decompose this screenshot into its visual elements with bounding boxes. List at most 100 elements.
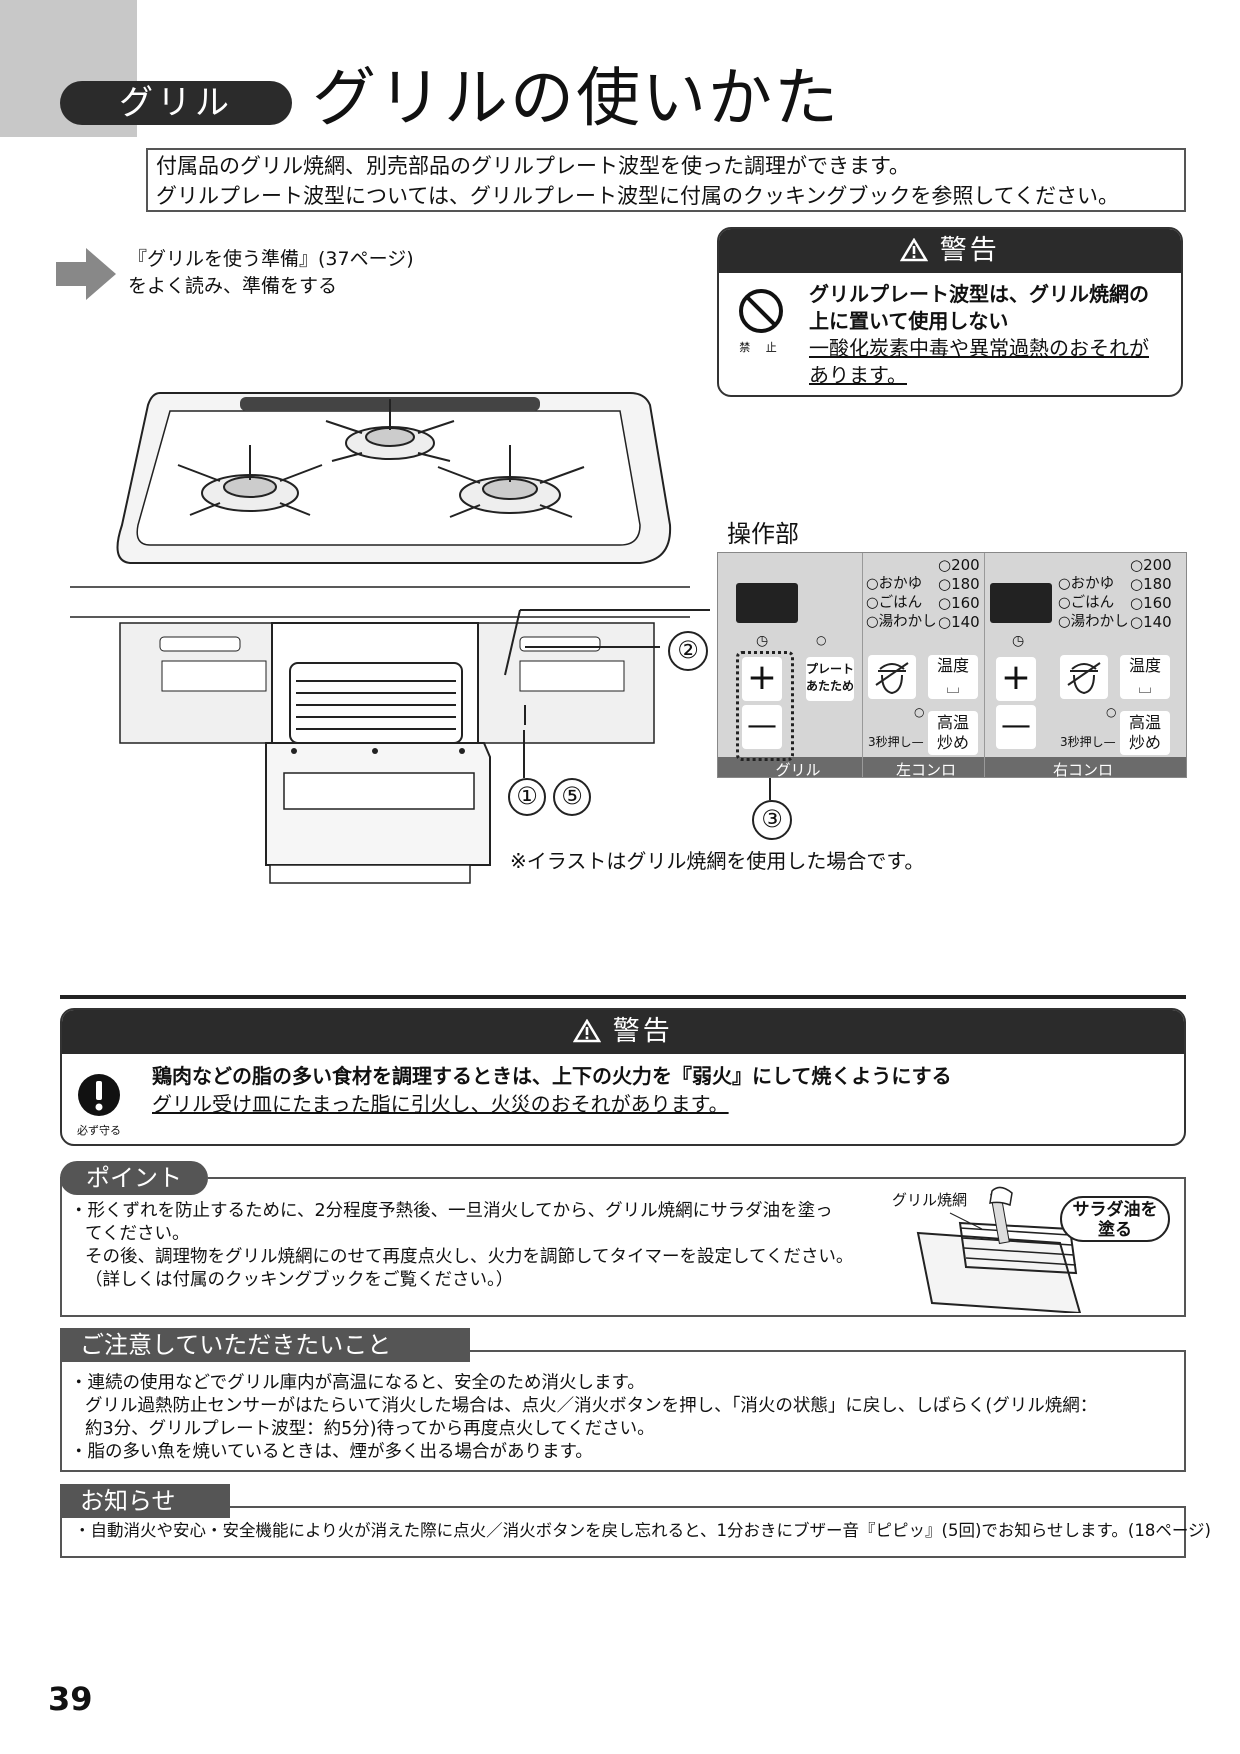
- right-display: [990, 583, 1052, 623]
- intro-line: グリルプレート波型については、グリルプレート波型に付属のクッキングブックを参照し…: [156, 184, 1120, 208]
- clock-icon: ◷: [756, 633, 769, 649]
- section-label-grill: グリル: [775, 761, 821, 779]
- mode-item: ○湯わかし: [866, 614, 937, 630]
- temp-list-left: ○200 ○180 ○160 ○140: [938, 556, 980, 632]
- warning-heading-text: 警告: [939, 235, 1000, 266]
- section-divider: [60, 995, 1186, 999]
- warning-heading-text: 警告: [612, 1016, 673, 1047]
- caution-tab: ご注意していただきたいこと: [60, 1328, 470, 1362]
- clock-icon: ◷: [1012, 633, 1025, 649]
- grill-minus-button[interactable]: —: [742, 705, 782, 749]
- exclamation-icon: [78, 1074, 120, 1116]
- warning-box-top: 警告 禁 止 グリルプレート波型は、グリル焼網の 上に置いて使用しない 一酸化炭…: [717, 227, 1183, 397]
- right-plus-button[interactable]: +: [996, 657, 1036, 701]
- page-title: グリルの使いかた: [312, 62, 840, 136]
- temp-item: ○200: [938, 556, 980, 574]
- button-label: 炒め: [1128, 733, 1161, 752]
- grill-plus-button[interactable]: +: [742, 657, 782, 701]
- rack-label: グリル焼網: [892, 1191, 968, 1209]
- indicator-dot: ○: [816, 633, 827, 647]
- notice-text: ・自動消火や安心・安全機能により火が消えた際に点火／消火ボタンを戻し忘れると、1…: [74, 1521, 1211, 1540]
- mode-item: ○ごはん: [1058, 595, 1115, 611]
- mandatory-label: 必ず守る: [77, 1124, 121, 1137]
- point-rule: [208, 1177, 1186, 1179]
- button-label: プレート: [806, 662, 855, 676]
- mode-item: ○おかゆ: [1058, 576, 1115, 592]
- warning-text: 鶏肉などの脂の多い食材を調理するときは、上下の火力を『弱火』にして焼くようにする: [152, 1064, 952, 1088]
- warning-text: グリルプレート波型は、グリル焼網の: [809, 282, 1149, 306]
- plate-warm-button[interactable]: プレート あたため: [806, 657, 854, 701]
- warning-heading: 警告: [62, 1010, 1184, 1054]
- burner-left: [177, 445, 323, 516]
- panel-footer: [718, 757, 1186, 777]
- callout-number: ⑤: [561, 782, 583, 810]
- section-label-right: 右コンロ: [1052, 761, 1113, 779]
- burner-right: [437, 445, 585, 518]
- section-label: グリル: [60, 81, 292, 125]
- high-temp-button-left[interactable]: 高温 炒め: [928, 711, 978, 755]
- caution-line: ・連続の使用などでグリル庫内が高温になると、安全のため消火します。: [70, 1373, 645, 1393]
- caution-line: 約3分、グリルプレート波型：約5分)待ってから再度点火してください。: [85, 1419, 655, 1439]
- right-minus-button[interactable]: —: [996, 705, 1036, 749]
- intro-box: 付属品のグリル焼網、別売部品のグリルプレート波型を使った調理ができます。 グリル…: [146, 148, 1186, 212]
- button-label: 高温: [1128, 713, 1161, 732]
- press-label-left: 3秒押し—: [868, 735, 924, 749]
- temp-button-right[interactable]: 温度⌴: [1120, 655, 1170, 699]
- stove-illustration: [70, 392, 710, 884]
- control-panel: グリル 左コンロ 右コンロ ◷ ○ + — プレート あたため ○おかゆ ○ごは…: [717, 552, 1187, 779]
- prep-instruction: 『グリルを使う準備』(37ページ) をよく読み、準備をする: [128, 246, 414, 300]
- notice-tab: お知らせ: [60, 1484, 230, 1518]
- kettle-icon-button[interactable]: [868, 655, 916, 699]
- caution-line: ・脂の多い魚を焼いているときは、煙が多く出る場合があります。: [70, 1442, 593, 1462]
- prohibit-label: 禁 止: [739, 341, 783, 354]
- caution-text: ・連続の使用などでグリル庫内が高温になると、安全のため消火します。 グリル過熱防…: [70, 1372, 1178, 1464]
- high-temp-button-right[interactable]: 高温 炒め: [1120, 711, 1170, 755]
- warning-triangle-icon: [899, 237, 929, 262]
- caution-line: グリル過熱防止センサーがはたらいて消火した場合は、点火／消火ボタンを押し、「消火…: [85, 1396, 1098, 1416]
- prohibit-icon: [739, 289, 783, 333]
- caution-box: [60, 1350, 1186, 1472]
- prohibit-icon-block: 禁 止: [737, 287, 785, 355]
- indicator-dot: ○: [1106, 705, 1117, 719]
- arrow-right-icon: [56, 248, 116, 300]
- temp-button-left[interactable]: 温度⌴: [928, 655, 978, 699]
- callout-1: ①: [508, 778, 546, 816]
- bubble-text: サラダ油を: [1072, 1200, 1158, 1220]
- burner-center: [325, 399, 455, 462]
- temp-item: ○180: [1130, 575, 1172, 593]
- kettle-icon-button[interactable]: [1060, 655, 1108, 699]
- warning-text: 上に置いて使用しない: [809, 309, 1009, 333]
- button-label: 高温: [936, 713, 969, 732]
- warning-box-middle: 警告 必ず守る 鶏肉などの脂の多い食材を調理するときは、上下の火力を『弱火』にし…: [60, 1008, 1186, 1146]
- kettle-icon: [1067, 662, 1101, 695]
- notice-box: [60, 1506, 1186, 1558]
- mode-list-right: ○おかゆ ○ごはん ○湯わかし: [1058, 575, 1129, 632]
- button-label: 温度: [936, 656, 969, 675]
- warning-reason: グリル受け皿にたまった脂に引火し、火災のおそれがあります。: [152, 1092, 729, 1116]
- point-line: ・形くずれを防止するために、2分程度予熱後、一旦消火してから、グリル焼網にサラダ…: [70, 1201, 833, 1221]
- temp-item: ○140: [938, 613, 980, 631]
- mandatory-icon-block: 必ず守る: [76, 1072, 122, 1138]
- point-line: てください。: [85, 1224, 190, 1244]
- callout-3: ③: [752, 800, 792, 840]
- callout-number: ①: [516, 782, 538, 810]
- press-label-right: 3秒押し—: [1060, 735, 1116, 749]
- point-line: （詳しくは付属のクッキングブックをご覧ください。）: [85, 1270, 514, 1290]
- callout-number: ②: [677, 636, 699, 664]
- illustration-caption: ※イラストはグリル焼網を使用した場合です。: [510, 849, 925, 873]
- mode-list-left: ○おかゆ ○ごはん ○湯わかし: [866, 575, 937, 632]
- button-label: 温度: [1128, 656, 1161, 675]
- warning-triangle-icon: [572, 1018, 602, 1043]
- page-number: 39: [48, 1680, 93, 1718]
- point-line: その後、調理物をグリル焼網にのせて再度点火し、火力を調節してタイマーを設定してく…: [85, 1247, 854, 1267]
- temp-item: ○180: [938, 575, 980, 593]
- callout-number: ③: [761, 805, 783, 833]
- grill-timer-highlight: [736, 651, 794, 761]
- point-box: [60, 1177, 1186, 1317]
- control-panel-label: 操作部: [727, 520, 799, 548]
- temp-item: ○160: [938, 594, 980, 612]
- leader-line: [523, 730, 525, 778]
- mode-item: ○ごはん: [866, 595, 923, 611]
- temp-item: ○140: [1130, 613, 1172, 631]
- prep-line: をよく読み、準備をする: [128, 275, 338, 297]
